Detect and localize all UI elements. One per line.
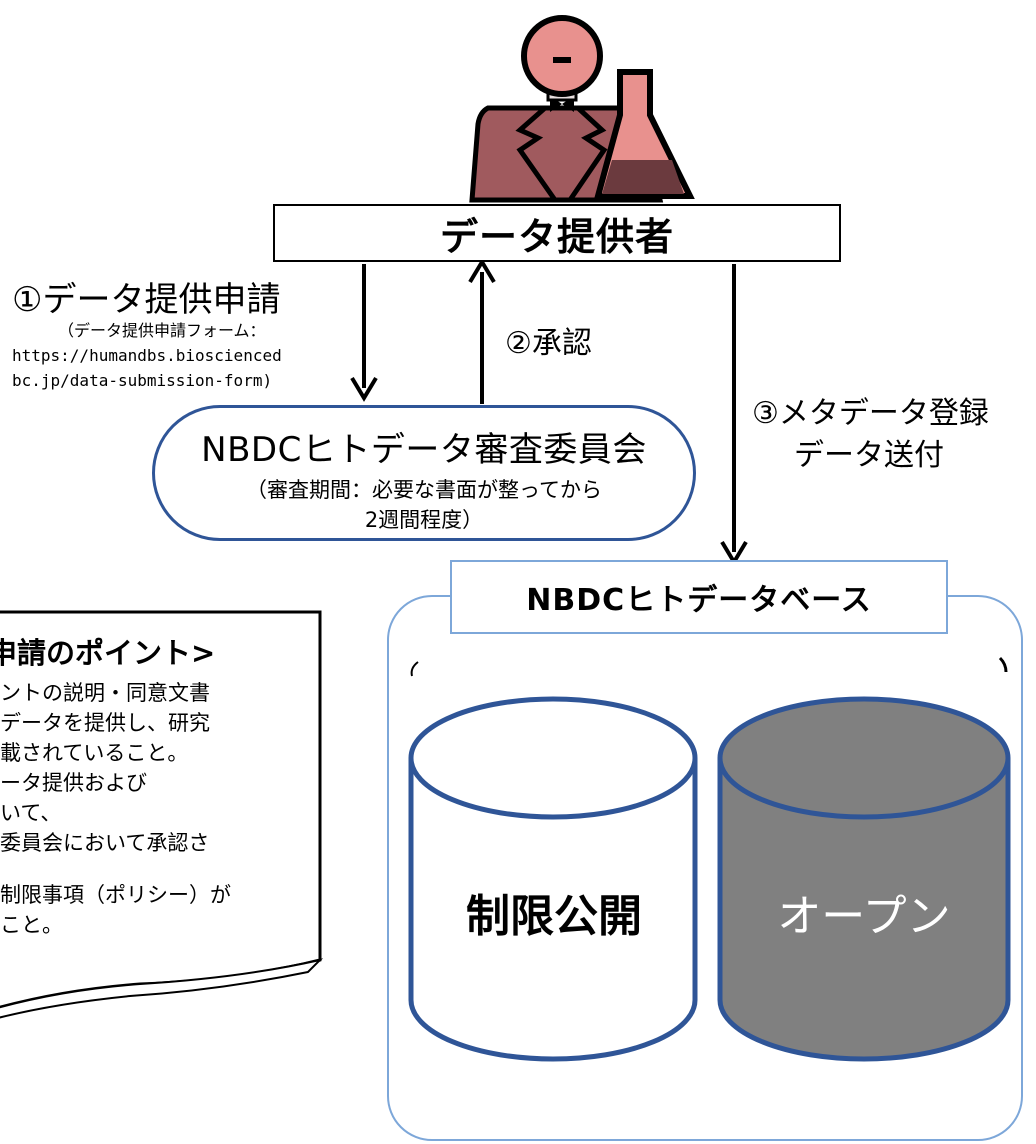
step3-line2: データ送付: [794, 438, 944, 473]
database-label: NBDCヒトデータベース: [526, 583, 872, 618]
person-mouth: [553, 57, 571, 63]
person-head: [521, 15, 603, 97]
container-corner-mark-left: [410, 661, 419, 677]
points-line: 載されていること。: [0, 741, 189, 765]
step1-note-line: https://humandbs.bioscienced: [12, 346, 282, 365]
open-access-label: オープン: [777, 891, 951, 942]
arrow-step2: [468, 258, 496, 404]
committee-period-line2: 2週間程度）: [364, 508, 484, 532]
points-line: 制限事項（ポリシー）が: [0, 883, 231, 907]
points-line: [0, 858, 320, 880]
person-lapel-right: [567, 106, 608, 202]
application-points-note: 申請のポイント> ントの説明・同意文書 データを提供し、研究 載されていること。…: [0, 630, 320, 940]
step1-note: （データ提供申請フォーム： https://humandbs.bioscienc…: [12, 318, 342, 393]
container-corner-mark-right: [998, 656, 1008, 673]
arrow-step1: [350, 264, 378, 402]
points-note-shape: [0, 610, 324, 1019]
data-provider-label: データ提供者: [439, 214, 674, 259]
flask-liquid: [602, 160, 684, 194]
points-line: ータ提供および: [0, 771, 147, 795]
step3-label: ③メタデータ登録 データ送付: [752, 393, 989, 477]
step1-note-line: bc.jp/data-submission-form): [12, 371, 273, 390]
database-label-box: NBDCヒトデータベース: [450, 560, 948, 634]
points-line: こと。: [0, 913, 63, 937]
step2-approval-label: ②承認: [505, 326, 592, 361]
person-lapel-left: [515, 106, 558, 202]
review-committee-box: NBDCヒトデータ審査委員会 （審査期間：必要な書面が整ってから 2週間程度）: [152, 405, 696, 541]
points-line: データを提供し、研究: [0, 711, 210, 735]
data-provider-illustration: [469, 15, 695, 203]
step1-title: ①データ提供申請: [12, 280, 281, 320]
restricted-cylinder: [408, 696, 698, 1062]
open-cylinder: [717, 696, 1011, 1062]
points-title: 申請のポイント>: [0, 636, 216, 670]
restricted-access-label: 制限公開: [466, 891, 642, 942]
points-line: いて、: [0, 801, 62, 825]
committee-period-line1: （審査期間：必要な書面が整ってから: [246, 478, 602, 502]
arrow-step3: [720, 264, 748, 566]
step3-line1: ③メタデータ登録: [752, 396, 989, 431]
points-line: 委員会において承認さ: [0, 831, 210, 855]
points-line: ントの説明・同意文書: [0, 681, 210, 705]
committee-name: NBDCヒトデータ審査委員会: [201, 430, 647, 470]
data-provider-box: データ提供者: [273, 204, 841, 262]
step1-note-line: （データ提供申請フォーム：: [58, 321, 266, 340]
